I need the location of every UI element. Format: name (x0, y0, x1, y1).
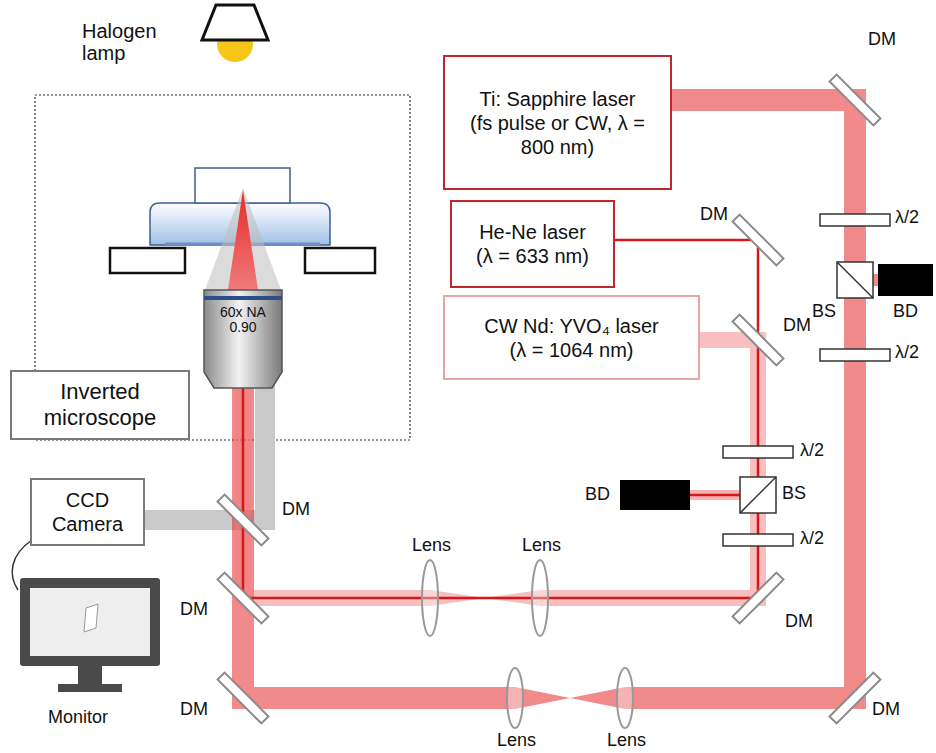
monitor-stand (78, 666, 102, 684)
laser-box: He-Ne laser(λ = 633 nm) (450, 200, 615, 288)
beam-dump (878, 264, 933, 296)
lens-label: Lens (522, 536, 561, 556)
mirror-label: DM (785, 612, 813, 632)
monitor-frame (20, 578, 160, 666)
lens (422, 560, 438, 636)
dichroic-mirror (218, 495, 269, 546)
mirror-label: DM (783, 316, 811, 336)
mirror-label: DM (868, 30, 896, 50)
mirror-label: DM (700, 205, 728, 225)
half-wave-plate (723, 446, 793, 458)
dichroic-mirror (218, 673, 269, 724)
waveplate-label: λ/2 (895, 208, 919, 228)
lenses (422, 560, 633, 728)
half-wave-plate (820, 349, 890, 361)
beam-path (243, 385, 515, 698)
beam-splitter-cube (837, 262, 873, 298)
lens-label: Lens (607, 731, 646, 751)
camera-box: CCD Camera (30, 478, 145, 546)
mirror-label: DM (872, 700, 900, 720)
node-text: Ti: Sapphire laser (480, 87, 636, 111)
stage-holder (305, 248, 375, 273)
monitor-screen (30, 588, 150, 656)
beam-splitter-diagonal (837, 262, 873, 298)
node-text: (λ = 1064 nm) (510, 338, 634, 362)
node-text: (λ = 633 nm) (476, 244, 589, 268)
objective-ring (204, 296, 282, 300)
dump-label: BD (893, 302, 918, 322)
laser-box: Ti: Sapphire laser(fs pulse or CW, λ = 8… (443, 55, 672, 190)
dichroic-mirror (830, 75, 881, 126)
dichroic-mirror (733, 573, 784, 624)
dump-label: BD (585, 485, 610, 505)
mirror-label: DM (180, 600, 208, 620)
dichroic-mirror (733, 315, 784, 366)
objective-lens (204, 290, 282, 388)
beam-splitters (740, 262, 873, 513)
he-ne-beam (243, 240, 758, 598)
splitter-label: BS (812, 302, 836, 322)
lamp-shade (202, 5, 268, 40)
laser-box: CW Nd: YVO₄ laser(λ = 1064 nm) (443, 295, 700, 380)
dichroic-mirror (733, 215, 784, 266)
stage-holder (110, 248, 185, 273)
splitter-label: BS (782, 484, 806, 504)
mirror-label: DM (180, 700, 208, 720)
half-wave-plates (723, 214, 890, 546)
laser-focus-cone (228, 190, 258, 290)
waveplate-label: λ/2 (895, 343, 919, 363)
ti-sapphire-beam (243, 100, 880, 709)
dichroic-mirror (218, 573, 269, 624)
lens (617, 668, 633, 728)
lens-label: Lens (497, 731, 536, 751)
beam-dump (620, 480, 690, 510)
beam-path (243, 385, 430, 598)
node-text: (fs pulse or CW, λ = 800 nm) (453, 111, 662, 159)
node-text: Inverted microscope (20, 379, 180, 432)
monitor-image (84, 604, 98, 632)
illumination-cone (205, 188, 281, 290)
lens-label: Lens (412, 536, 451, 556)
node-text: He-Ne laser (479, 220, 586, 244)
lens (532, 560, 548, 636)
waveplate-label: λ/2 (800, 529, 824, 549)
waveplate-label: λ/2 (800, 441, 824, 461)
mirror-label: DM (282, 500, 310, 520)
half-wave-plate (820, 214, 890, 226)
monitor-label: Monitor (48, 708, 108, 728)
beam-splitter-diagonal (740, 477, 776, 513)
monitor-base (58, 684, 122, 692)
objective-spec: 60x NA 0.90 (219, 305, 267, 336)
beam-splitter-cube (740, 477, 776, 513)
node-text: CCD Camera (40, 488, 135, 536)
lamp-label: Halogen lamp (82, 20, 177, 64)
microscope-label-box: Inverted microscope (10, 370, 190, 440)
node-text: CW Nd: YVO₄ laser (484, 314, 659, 338)
lens (507, 668, 523, 728)
half-wave-plate (723, 534, 793, 546)
